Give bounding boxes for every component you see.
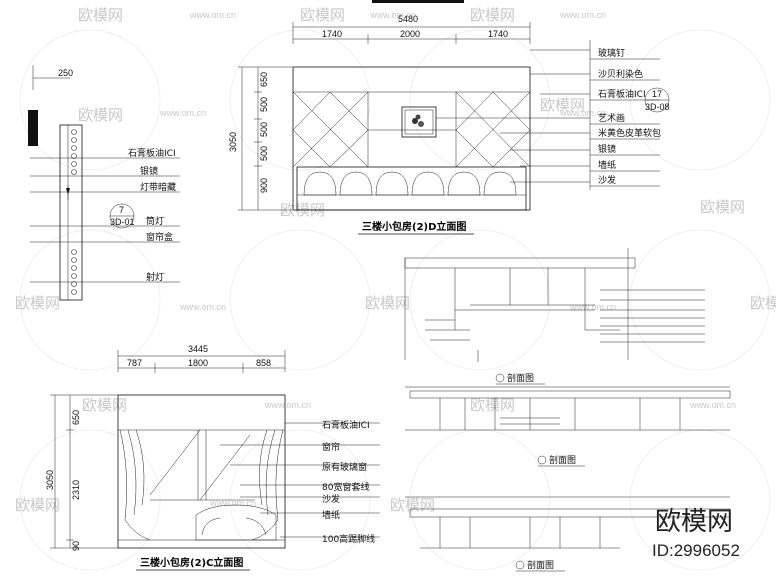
dim-left-3: 500	[259, 122, 269, 137]
title-c: 三楼小包房(2)C立面图	[140, 556, 243, 569]
ref-number-l: 7	[119, 205, 124, 215]
dim-c-part-2: 1800	[188, 358, 208, 368]
ref-code-l: 3D-01	[110, 217, 135, 227]
dim-part-2: 2000	[400, 29, 420, 39]
label-d-4: 艺术画	[598, 112, 625, 124]
brand-watermark: 欧模网 ID:2996052	[652, 507, 740, 560]
faint-url: www.om.cn	[264, 400, 311, 410]
curtain	[119, 429, 284, 541]
section-2: 剖面图	[405, 386, 731, 467]
beam-block	[28, 110, 38, 146]
faint-brand: 欧模网	[82, 396, 127, 414]
dim-c-part-1: 787	[127, 358, 142, 368]
faint-brand: 欧模网	[470, 6, 515, 24]
faint-brand: 欧模网	[390, 496, 435, 514]
dim-c-left-1: 650	[71, 410, 81, 425]
section-title-2: 剖面图	[549, 454, 576, 466]
label-c-3: 原有玻璃窗	[322, 461, 367, 473]
watermark-id: ID:2996052	[652, 541, 740, 560]
label-d-3: 石膏板油ICI	[598, 88, 646, 100]
dim-total: 5480	[398, 14, 418, 24]
faint-brand: 欧模网	[78, 106, 123, 124]
section-marker-3	[515, 560, 525, 570]
dim-c-part-3: 858	[256, 358, 271, 368]
ref-number-d: 17	[652, 89, 662, 99]
label-l-5: 窗帘盒	[146, 231, 173, 243]
faint-url: www.om.cn	[179, 302, 226, 312]
dim-left-top: 250	[58, 68, 73, 78]
faint-brand: 欧模网	[78, 6, 123, 24]
label-l-3: 灯带暗藏	[140, 181, 176, 193]
section-marker-1	[495, 373, 505, 383]
faint-brand: 欧模网	[15, 294, 60, 312]
faint-url: www.om.cn	[559, 10, 606, 20]
dim-height: 3050	[228, 132, 238, 152]
faint-brand-marks: 欧模网 欧模网 欧模网 www.om.cn www.om.cn www.om.c…	[15, 6, 776, 514]
faint-brand: 欧模网	[15, 496, 60, 514]
label-d-7: 墙纸	[598, 159, 616, 171]
label-c-1: 石膏板油ICI	[322, 419, 370, 431]
top-bar	[372, 0, 464, 3]
label-c-4: 80宽窗套线	[322, 481, 369, 493]
label-l-6: 射灯	[146, 271, 164, 283]
dim-c-left-3: 90	[71, 541, 81, 551]
art-painting	[401, 106, 437, 138]
title-d: 三楼小包房(2)D立面图	[362, 220, 466, 233]
faint-url: www.om.cn	[209, 498, 256, 508]
faint-url: www.om.cn	[569, 302, 616, 312]
label-d-6: 银镜	[598, 143, 616, 155]
faint-url: www.om.cn	[369, 10, 416, 20]
faint-brand: 欧模网	[750, 294, 776, 312]
ref-code-d: 3D-08	[645, 102, 670, 112]
label-c-6: 墙纸	[322, 509, 340, 521]
dim-c-height: 3050	[45, 470, 55, 490]
label-l-2: 银镜	[140, 165, 158, 177]
section-title-1: 剖面图	[507, 372, 534, 384]
faint-url: www.om.cn	[189, 10, 236, 20]
label-l-4: 筒灯	[146, 215, 164, 227]
label-c-2: 窗帘	[322, 441, 340, 453]
faint-brand: 欧模网	[365, 294, 410, 312]
label-d-2: 沙贝利染色	[598, 68, 643, 80]
section-3: 剖面图	[405, 496, 731, 572]
watermark-brand: 欧模网	[655, 507, 733, 537]
faint-url: www.om.cn	[159, 108, 206, 118]
dim-left-1: 650	[259, 72, 269, 87]
label-d-8: 沙发	[598, 174, 616, 186]
faint-brand: 欧模网	[700, 198, 745, 216]
sofa-c	[195, 504, 277, 541]
faint-brand: 欧模网	[540, 96, 585, 114]
dim-left-4: 500	[259, 146, 269, 161]
label-c-7: 100高踢脚线	[322, 533, 375, 545]
label-l-1: 石膏板油ICI	[128, 147, 176, 159]
elevation-left: 250 石膏板油ICI 银镜 灯带暗藏 筒灯 窗帘盒 射灯 7 3D-01	[28, 65, 180, 301]
label-c-5: 沙发	[322, 493, 340, 505]
section-title-3: 剖面图	[527, 559, 554, 571]
dim-c-total: 3445	[188, 344, 208, 354]
faint-brand: 欧模网	[470, 396, 515, 414]
dim-left-5: 900	[259, 178, 269, 193]
section-1: 剖面图	[404, 248, 705, 385]
elevation-c: 3445 787 1800 858 3050 650 2310 90	[45, 344, 380, 571]
section-marker-2	[537, 455, 547, 465]
faint-url: www.om.cn	[559, 108, 606, 118]
dim-c-left-2: 2310	[71, 480, 81, 500]
sofa-d	[296, 166, 527, 211]
elevation-d: 5480 1740 2000 1740 3050 650 500 500 500…	[228, 14, 670, 235]
dim-part-1: 1740	[322, 29, 342, 39]
dim-left-2: 500	[259, 97, 269, 112]
label-d-1: 玻璃钉	[598, 47, 625, 59]
faint-url: www.om.cn	[689, 400, 736, 410]
dim-part-3: 1740	[488, 29, 508, 39]
label-d-5: 米黄色皮革软包	[598, 127, 661, 139]
faint-brand: 欧模网	[300, 6, 345, 24]
